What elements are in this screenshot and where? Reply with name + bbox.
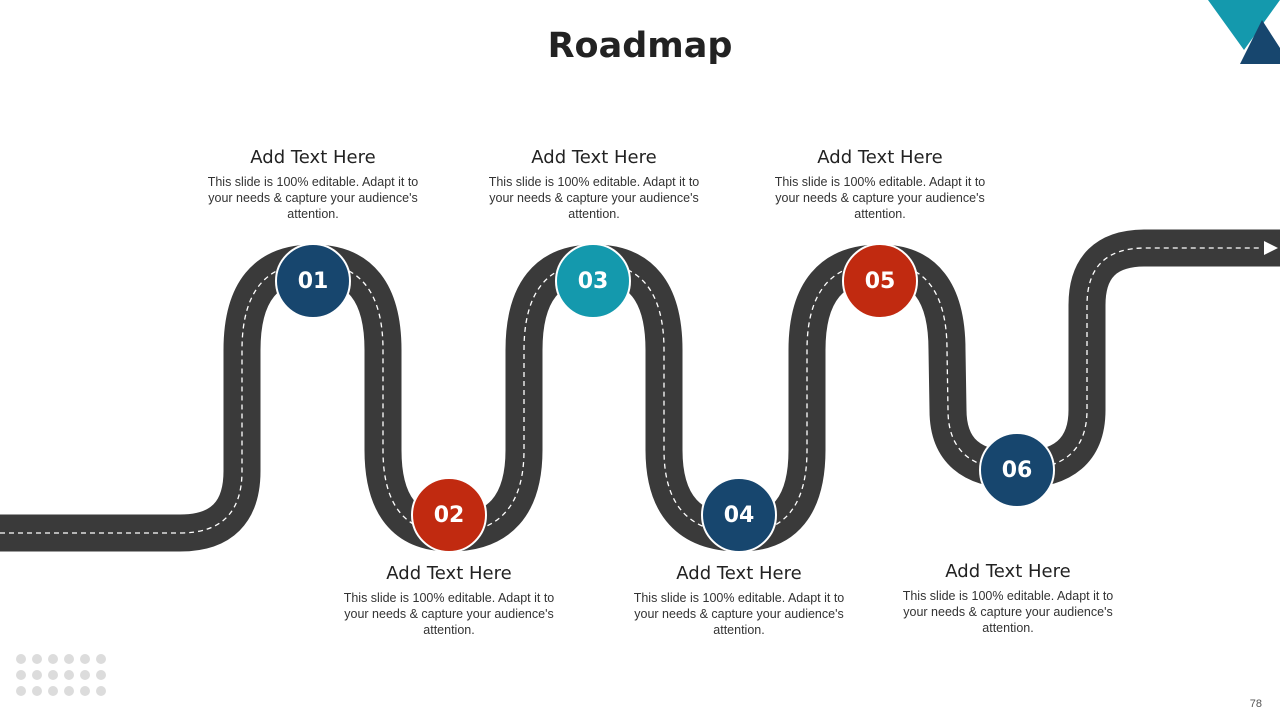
road-surface [0, 229, 1280, 552]
page-number: 78 [1249, 698, 1262, 710]
milestone-marker-01: 01 [275, 243, 351, 319]
logo-triangle-teal [1208, 0, 1280, 50]
milestone-heading: Add Text Here [817, 147, 943, 168]
milestone-heading: Add Text Here [250, 147, 376, 168]
milestone-text-03: Add Text Here This slide is 100% editabl… [484, 147, 704, 222]
milestone-description: This slide is 100% editable. Adapt it to… [774, 175, 986, 221]
milestone-marker-03: 03 [555, 243, 631, 319]
milestone-description: This slide is 100% editable. Adapt it to… [633, 591, 845, 637]
milestone-marker-04: 04 [701, 477, 777, 553]
milestone-marker-02: 02 [411, 477, 487, 553]
milestone-text-04: Add Text Here This slide is 100% editabl… [629, 563, 849, 638]
logo-triangle-navy [1240, 20, 1280, 64]
milestone-heading: Add Text Here [945, 561, 1071, 582]
milestone-text-05: Add Text Here This slide is 100% editabl… [770, 147, 990, 222]
milestone-text-06: Add Text Here This slide is 100% editabl… [898, 561, 1118, 636]
milestone-heading: Add Text Here [386, 563, 512, 584]
milestone-description: This slide is 100% editable. Adapt it to… [343, 591, 555, 637]
milestone-text-02: Add Text Here This slide is 100% editabl… [339, 563, 559, 638]
milestone-heading: Add Text Here [676, 563, 802, 584]
brand-logo [1208, 0, 1280, 64]
decorative-dot-grid [16, 654, 106, 696]
milestone-heading: Add Text Here [531, 147, 657, 168]
milestone-description: This slide is 100% editable. Adapt it to… [488, 175, 700, 221]
milestone-description: This slide is 100% editable. Adapt it to… [207, 175, 419, 221]
milestone-text-01: Add Text Here This slide is 100% editabl… [203, 147, 423, 222]
milestone-marker-06: 06 [979, 432, 1055, 508]
slide-title: Roadmap [547, 26, 733, 66]
milestone-description: This slide is 100% editable. Adapt it to… [902, 589, 1114, 635]
milestone-marker-05: 05 [842, 243, 918, 319]
road-end-arrow-icon [1264, 241, 1278, 255]
